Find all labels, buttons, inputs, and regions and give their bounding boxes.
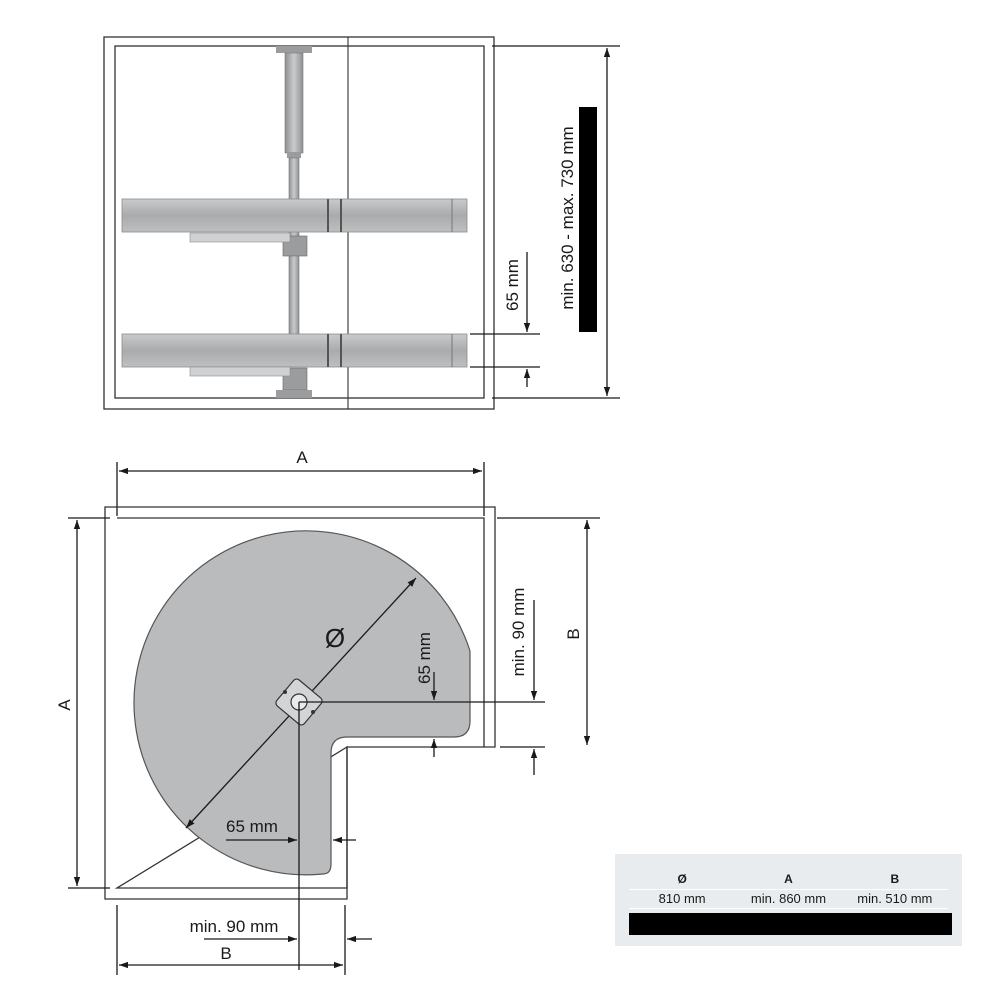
spec-table: Ø A B 810 mm min. 860 mm min. 510 mm bbox=[615, 854, 962, 946]
spec-value-a: min. 860 mm bbox=[750, 891, 827, 906]
spec-header-b: B bbox=[890, 872, 900, 886]
height-label: min. 630 - max. 730 mm bbox=[558, 126, 577, 309]
dim-a-left-label: A bbox=[55, 699, 74, 711]
pole-bottom-bracket bbox=[276, 390, 312, 398]
pole-joint bbox=[287, 152, 301, 158]
shelf-gap-label: 65 mm bbox=[503, 259, 522, 311]
right-gap-label: 65 mm bbox=[415, 632, 434, 684]
spec-redaction-bar bbox=[629, 913, 952, 935]
right-min-label: min. 90 mm bbox=[509, 588, 528, 677]
spec-header-diameter: Ø bbox=[677, 872, 687, 886]
spec-value-diameter: 810 mm bbox=[658, 891, 706, 906]
spec-table-values: 810 mm min. 860 mm min. 510 mm bbox=[629, 889, 948, 909]
lower-shelf bbox=[121, 333, 468, 368]
top-view: A Ø 65 mm min. 90 mm B bbox=[55, 448, 600, 975]
cabinet-outer-frame bbox=[103, 36, 495, 410]
spec-table-header: Ø A B bbox=[629, 872, 948, 886]
side-view: min. 630 - max. 730 mm 65 mm bbox=[103, 36, 620, 410]
pole-upper bbox=[284, 52, 304, 154]
spec-value-b: min. 510 mm bbox=[857, 891, 933, 906]
pole-top-bracket bbox=[276, 46, 312, 53]
dim-b-right-label: B bbox=[564, 628, 583, 639]
diameter-symbol: Ø bbox=[325, 623, 345, 653]
bottom-gap-label: 65 mm bbox=[226, 817, 278, 836]
height-redaction-bar bbox=[579, 107, 597, 332]
bottom-min-label: min. 90 mm bbox=[190, 917, 279, 936]
upper-shelf-arm bbox=[189, 232, 291, 243]
upper-shelf bbox=[121, 198, 468, 233]
pole-lower bbox=[288, 255, 300, 339]
dim-b-bottom-label: B bbox=[220, 944, 231, 963]
spec-header-a: A bbox=[784, 872, 793, 886]
lower-shelf-arm bbox=[189, 366, 291, 377]
dim-a-top-label: A bbox=[296, 448, 308, 467]
